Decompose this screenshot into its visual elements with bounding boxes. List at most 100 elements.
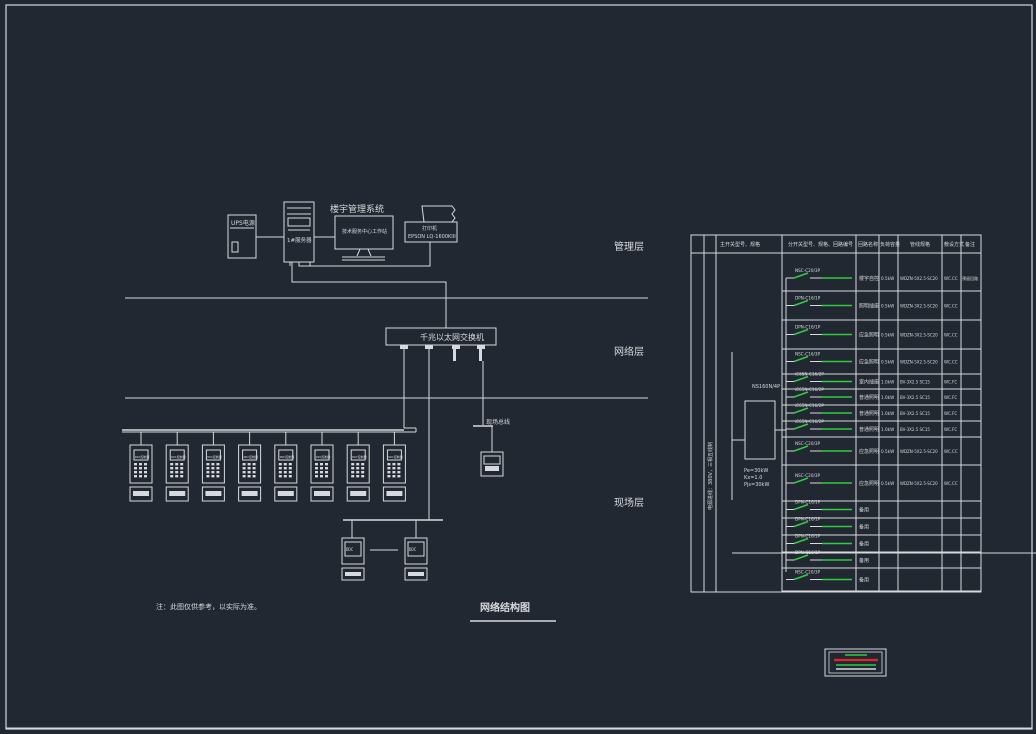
ddc-controller: DDC控制器 [201, 432, 225, 502]
branch-name: 备用 [859, 541, 869, 548]
branch-laying: WC.FC [944, 395, 957, 400]
distribution-panel-schedule: 主开关型号、规格 分开关型号、规格、回路编号 回路名称 负荷容量 管线规格 敷设… [690, 234, 1036, 593]
monitor-title: 楼宇管理系统 [330, 203, 384, 215]
branch-breaker: iC65N-C16/2P [795, 403, 824, 408]
main-param-1: Kx=1.0 [744, 475, 762, 481]
branch-breaker: NSC-C16/3P [795, 352, 821, 357]
ethernet-switch: 千兆以太网交换机 [385, 327, 497, 361]
branch-cable: WDZN-3X2.5-SC20 [900, 333, 938, 338]
printer-unit: 打印机 EPSON LQ-1600KIII [404, 205, 458, 243]
svg-text:DDC: DDC [346, 547, 354, 552]
ddc-controllers: DDC控制器 DDC控制器 DDC控制器 DDC控制器 DDC控制器 DDC控制器 DDC控… [129, 432, 406, 502]
drawing-frame [5, 4, 1033, 730]
branch-breaker: iC65N-C16/2P [795, 387, 824, 392]
branch-capacity: 0.5kW [881, 449, 894, 454]
svg-text:DDC: DDC [409, 547, 417, 552]
branch-capacity: 0.5kW [881, 481, 894, 486]
branch-name: 备用 [859, 507, 869, 514]
branch-name: 照明插座 [859, 303, 879, 310]
branch-name: 应急照明 [859, 332, 879, 339]
branch-name: 楼宇自控 [859, 275, 879, 282]
branch-capacity: 1.0kW [881, 411, 894, 416]
branch-breaker: DPN-C16/1P [795, 500, 821, 505]
branch-breaker: DPN-C16/1P [795, 534, 821, 539]
branch-cable: WDZN-5X2.5-SC20 [900, 360, 938, 365]
ddc-controller: DDC控制器 [382, 432, 406, 502]
branch-laying: WC.CC [944, 360, 958, 365]
ddc-controller: DDC控制器 [310, 432, 334, 502]
branch-name: 备用 [859, 557, 869, 564]
branch-breaker: NSC-C20/3P [795, 268, 821, 273]
workstation-monitor: 楼宇管理系统 技术服务中心工作站 [330, 203, 394, 261]
branch-laying: WC.FC [944, 380, 957, 385]
controller-label: DDC控制器 [135, 454, 149, 459]
panel-header-note: 备注 [965, 241, 975, 248]
branch-cable: BV-3X2.5 SC15 [900, 380, 930, 385]
branch-capacity: 1.0kW [881, 427, 894, 432]
panel-row: DPN-C16/1P 备用 [782, 534, 981, 553]
branch-cable: WDZN-5X2.5-SC20 [900, 276, 938, 281]
branch-capacity: 0.5kW [881, 304, 894, 309]
main-param-0: Pe=30kW [744, 468, 768, 474]
branch-cable: BV-3X2.5 SC15 [900, 411, 930, 416]
server-unit: 1#服务器 [283, 201, 315, 266]
ddc-controller: DDC控制器 [346, 432, 370, 502]
controller-label: DDC控制器 [352, 454, 366, 459]
branch-capacity: 0.5kW [881, 276, 894, 281]
panel-header-name: 回路名称 [858, 241, 878, 248]
monitor-inner-label: 技术服务中心工作站 [342, 228, 387, 235]
diagram-title: 网络结构图 [480, 601, 530, 614]
branch-cable: BV-3X2.5 SC15 [900, 427, 930, 432]
branch-name: 备用 [859, 524, 869, 531]
branch-capacity: 0.5kW [881, 333, 894, 338]
branch-breaker: iC65N-C16/2P [795, 372, 824, 377]
branch-laying: WC.FC [944, 411, 957, 416]
switch-label: 千兆以太网交换机 [420, 332, 484, 342]
branch-breaker: iC65N-C16/2P [795, 419, 824, 424]
branch-laying: WC.CC [944, 276, 958, 281]
panel-header-branch: 分开关型号、规格、回路编号 [788, 241, 853, 248]
branch-capacity: 0.5kW [881, 360, 894, 365]
controller-label: DDC控制器 [207, 454, 221, 459]
controller-label: DDC控制器 [171, 454, 185, 459]
branch-breaker: NSC-C20/3P [795, 570, 821, 575]
branch-name: 应急照明 [859, 480, 879, 487]
branch-breaker: DPN-C16/1P [795, 517, 821, 522]
branch-breaker: DPN-C16/1P [795, 325, 821, 330]
panel-header-main: 主开关型号、规格 [720, 241, 760, 248]
controller-label: DDC控制器 [316, 454, 330, 459]
workstation-a: DDC [341, 537, 365, 581]
bus-meter [480, 451, 504, 477]
branch-laying: WC.CC [944, 333, 958, 338]
ups-unit: UPS电源 [227, 214, 257, 259]
panel-header-cable: 管线规格 [910, 241, 930, 248]
branch-capacity: 1.0kW [881, 380, 894, 385]
panel-side-text: 电源进线：380V，三相五线制 [707, 442, 714, 510]
branch-name: 普通照明 [859, 394, 879, 401]
branch-cable: WDZN-5X2.5-SC20 [900, 449, 938, 454]
branch-name: 应急照明 [859, 448, 879, 455]
bus-label: 现场总线 [486, 418, 510, 426]
panel-header-laying: 敷设方式 [944, 241, 964, 248]
main-param-2: Pjs=30kW [744, 482, 769, 488]
printer-model: EPSON LQ-1600KIII [408, 234, 456, 240]
layer-field: 现场层 [614, 496, 644, 509]
branch-laying: WC.CC [944, 481, 958, 486]
panel-row: DPN-C16/1P 备用 [782, 517, 981, 536]
branch-name: 备用 [859, 577, 869, 584]
branch-breaker: DPN-C16/1P [795, 296, 821, 301]
ddc-controller: DDC控制器 [129, 432, 153, 502]
main-breaker: NS160N/4P [752, 384, 780, 390]
ddc-controller: DDC控制器 [274, 432, 298, 502]
ddc-controller: DDC控制器 [238, 432, 262, 502]
